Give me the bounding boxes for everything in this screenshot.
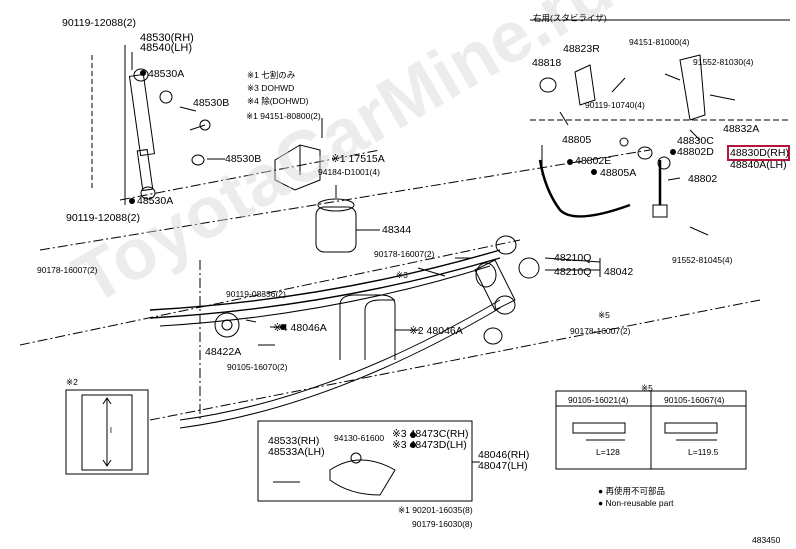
part-48047[interactable]: 48047(LH) (478, 460, 528, 472)
diagram-code: 483450 (752, 535, 781, 545)
part-48344[interactable]: 48344 (382, 224, 412, 236)
part-94130[interactable]: 94130-61600 (334, 433, 385, 443)
part-94151-80800[interactable]: ※1 94151-80800(2) (246, 111, 321, 121)
legend-en: ● Non-reusable part (598, 498, 674, 508)
part-91552-81030[interactable]: 91552-81030(4) (693, 57, 754, 67)
part-91552-81045[interactable]: 91552-81045(4) (672, 255, 733, 265)
inset2-label: ※2 (66, 377, 78, 387)
part-48530a-bot[interactable]: 48530A (137, 195, 174, 207)
part-48530[interactable]: 48530(RH) (140, 32, 194, 44)
part-48840a[interactable]: 48840A(LH) (730, 159, 787, 171)
part-48530a-top[interactable]: 48530A (148, 68, 185, 80)
part-48533[interactable]: 48533(RH) (268, 435, 320, 447)
part-48540[interactable]: 48540(LH) (140, 42, 192, 54)
part-48473c[interactable]: ※3 48473C(RH) (392, 428, 469, 440)
part-48530b-2[interactable]: 48530B (225, 153, 262, 165)
part-90178-16007-right[interactable]: 90178-16007(2) (570, 326, 631, 336)
part-48530b-1[interactable]: 48530B (193, 97, 230, 109)
section-title: 右用(スタビライザ) (533, 13, 607, 23)
part-48823r[interactable]: 48823R (563, 43, 600, 55)
part-90105-16070[interactable]: 90105-16070(2) (227, 362, 288, 372)
inset5-len1: L=128 (596, 447, 620, 457)
part-48805[interactable]: 48805 (562, 134, 592, 146)
part-star5[interactable]: ※5 (598, 310, 610, 320)
part-90119-12088-bot[interactable]: 90119-12088(2) (66, 212, 140, 224)
inset5-col2[interactable]: 90105-16067(4) (664, 395, 725, 405)
part-90119-10740[interactable]: 90119-10740(4) (585, 100, 645, 110)
part-90201[interactable]: ※1 90201-16035(8) (398, 505, 473, 515)
part-star3[interactable]: ※3 (396, 270, 408, 280)
part-48422a[interactable]: 48422A (205, 346, 242, 358)
note-1: ※1 七割のみ (247, 70, 296, 80)
part-17515a[interactable]: ※1 17515A (331, 153, 385, 165)
part-48802d[interactable]: 48802D (677, 146, 714, 158)
note-3: ※3 DOHWD (247, 83, 295, 93)
part-90119-08336[interactable]: 90119-08336(2) (226, 289, 286, 299)
legend-ja: ● 再使用不可部品 (598, 486, 665, 496)
inset2-dim: l (110, 425, 112, 435)
inset5-col1[interactable]: 90105-16021(4) (568, 395, 629, 405)
part-48042[interactable]: 48042 (604, 266, 634, 278)
part-48830c[interactable]: 48830C (677, 135, 714, 147)
part-90178-16007-mid[interactable]: 90178-16007(2) (374, 249, 435, 259)
inset5-label: ※5 (641, 383, 653, 393)
part-94151-81000[interactable]: 94151-81000(4) (629, 37, 690, 47)
part-48473d[interactable]: ※3 48473D(LH) (392, 439, 467, 451)
part-48818[interactable]: 48818 (532, 57, 562, 69)
part-94184[interactable]: 94184-D1001(4) (318, 167, 380, 177)
part-48210q-2[interactable]: 48210Q (554, 266, 592, 278)
part-48830d[interactable]: 48830D(RH) (730, 147, 789, 159)
part-48046a-2[interactable]: ※2 48046A (409, 325, 463, 337)
part-48046a-1[interactable]: ※4 48046A (273, 322, 327, 334)
part-90119-12088-top[interactable]: 90119-12088(2) (62, 17, 136, 29)
part-48802[interactable]: 48802 (688, 173, 718, 185)
note-4: ※4 除(DOHWD) (247, 96, 309, 106)
part-48805a[interactable]: 48805A (600, 167, 637, 179)
part-90179[interactable]: 90179-16030(8) (412, 519, 473, 529)
part-48533a[interactable]: 48533A(LH) (268, 446, 325, 458)
part-48802e[interactable]: 48802E (575, 155, 612, 167)
highlight-box-48830d (727, 145, 790, 161)
part-48832a[interactable]: 48832A (723, 123, 760, 135)
inset5-len2: L=119.5 (688, 447, 719, 457)
part-48046[interactable]: 48046(RH) (478, 449, 530, 461)
part-90178-16007-left[interactable]: 90178-16007(2) (37, 265, 98, 275)
part-48210q-1[interactable]: 48210Q (554, 252, 592, 264)
